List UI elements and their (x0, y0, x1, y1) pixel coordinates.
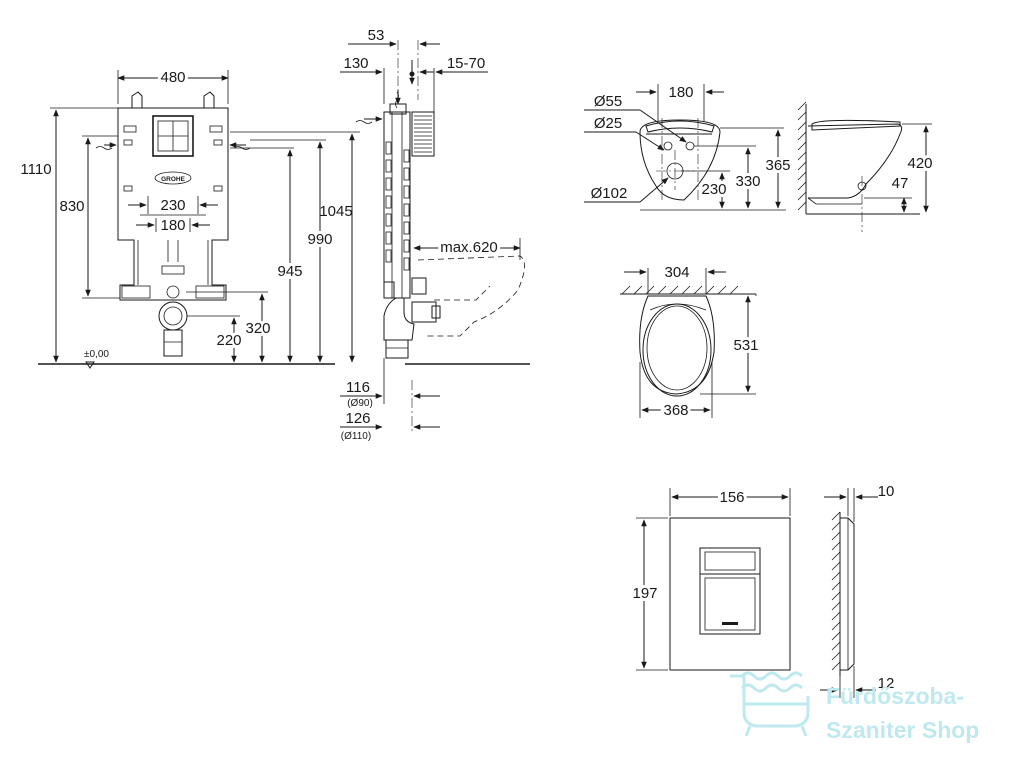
dim-130: 130 (343, 55, 368, 72)
dim-10: 10 (878, 483, 895, 500)
dim-230-bowl: 230 (701, 181, 726, 198)
dim-d25: Ø25 (594, 115, 622, 132)
bowl-profile-outline (807, 123, 903, 199)
frame-front-view: GROHE 480 1110 830 (20, 66, 360, 369)
dim-12: 12 (878, 675, 895, 692)
frame-side-view: 53 130 15-70 max.620 116 (Ø90) 126 (Ø110… (340, 27, 530, 442)
grohe-logo (154, 171, 192, 185)
dim-368: 368 (663, 402, 688, 419)
dim-1110: 1110 (20, 161, 51, 178)
dim-220: 220 (216, 332, 241, 349)
dim-180-front: 180 (160, 217, 185, 234)
flush-plate-profile (840, 517, 855, 671)
dim-47: 47 (892, 175, 909, 192)
dim-15-70: 15-70 (447, 55, 485, 72)
dim-945: 945 (277, 263, 302, 280)
dim-990: 990 (307, 231, 332, 248)
dim-156: 156 (719, 489, 744, 506)
dim-531: 531 (733, 337, 758, 354)
dim-116-sub: (Ø90) (347, 398, 373, 409)
inspection-opening (152, 115, 194, 157)
watermark: Fürdőszoba- Szaniter Shop (730, 671, 979, 743)
dim-180-bowl: 180 (668, 84, 693, 101)
dim-304: 304 (664, 264, 689, 281)
flush-button-frame (699, 547, 761, 635)
zero-level-label: ±0,00 (84, 349, 109, 360)
dim-320: 320 (245, 320, 270, 337)
dim-420: 420 (907, 155, 932, 172)
dim-max620: max.620 (440, 239, 498, 256)
flush-plate-side-view: 10 12 (820, 483, 894, 698)
bowl-profile-view: 420 47 (797, 101, 936, 232)
dim-330-bowl: 330 (735, 173, 760, 190)
dim-365: 365 (765, 157, 790, 174)
flush-plate-outline (669, 517, 791, 671)
watermark-line-1: Fürdőszoba- (826, 683, 964, 709)
flush-plate-front-view: 156 197 (629, 486, 791, 671)
dim-d55: Ø55 (594, 93, 622, 110)
dim-126-sub: (Ø110) (341, 431, 371, 442)
dim-480: 480 (160, 69, 185, 86)
frame-outline (117, 107, 229, 301)
dim-116: 116 (346, 379, 370, 396)
bowl-top-view: 304 531 368 (620, 264, 762, 422)
dim-230-front: 230 (160, 197, 185, 214)
bowl-front-outline (639, 119, 721, 201)
dim-53: 53 (368, 27, 385, 44)
watermark-line-2: Szaniter Shop (826, 717, 979, 743)
dim-830: 830 (59, 198, 84, 215)
actuator-block (411, 111, 435, 157)
grohe-logo-text: GROHE (161, 176, 186, 183)
bowl-section-view: 180 Ø55 Ø25 Ø102 230 330 365 (584, 84, 794, 211)
outlet-pipe (158, 301, 188, 331)
drain-elbow (383, 297, 415, 341)
dim-d102: Ø102 (591, 185, 628, 202)
bowl-top-outline (639, 295, 715, 395)
bathtub-logo-icon (730, 671, 810, 737)
dim-197: 197 (632, 585, 657, 602)
dim-126: 126 (345, 410, 370, 427)
dim-1045: 1045 (319, 203, 352, 220)
